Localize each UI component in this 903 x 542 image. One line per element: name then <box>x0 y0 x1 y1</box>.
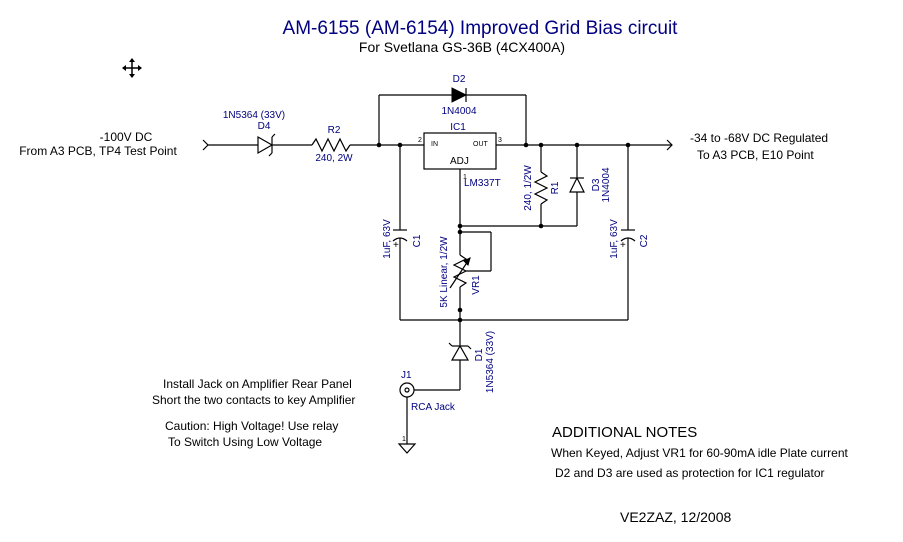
d1-ref: D1 <box>474 348 485 361</box>
d4-value: 1N5364 (33V) <box>223 110 285 121</box>
diode-d2 <box>378 87 527 145</box>
junction-node <box>538 223 544 229</box>
ic1-pin3: 3 <box>498 137 502 144</box>
ic1-pin1: 1 <box>463 174 467 181</box>
diagram-title: AM-6155 (AM-6154) Improved Grid Bias cir… <box>283 18 679 39</box>
vr1-ref: VR1 <box>471 275 482 295</box>
junction-node <box>457 307 463 313</box>
notes-item-1: When Keyed, Adjust VR1 for 60-90mA idle … <box>551 446 848 460</box>
c2-polarity: + <box>620 240 626 251</box>
diode-d4 <box>257 133 312 157</box>
diode-d3 <box>569 145 585 226</box>
ic1-part: LM337T <box>464 178 501 189</box>
output-label-line2: To A3 PCB, E10 Point <box>697 148 814 162</box>
capacitor-c1 <box>392 145 408 320</box>
regulator-ic1 <box>423 132 526 226</box>
caution-line2: To Switch Using Low Voltage <box>168 435 322 449</box>
c2-ref: C2 <box>639 234 650 247</box>
ic1-pin2: 2 <box>418 137 422 144</box>
author-signature: VE2ZAZ, 12/2008 <box>620 509 732 525</box>
ground-icon <box>397 443 417 454</box>
d2-value: 1N4004 <box>441 106 476 117</box>
jack-note-line1: Install Jack on Amplifier Rear Panel <box>163 377 352 391</box>
ic1-ref: IC1 <box>450 122 466 133</box>
ground-pin-label: 1 <box>402 436 406 443</box>
c2-value: 1uF, 63V <box>609 219 620 259</box>
resistor-r1 <box>533 145 549 226</box>
junction-node <box>457 229 463 235</box>
ic1-pin-in: IN <box>431 141 438 148</box>
d3-value: 1N4004 <box>601 167 612 202</box>
resistor-r2 <box>311 137 379 153</box>
input-label-line2: From A3 PCB, TP4 Test Point <box>19 144 177 158</box>
r1-value: 240, 1/2W <box>523 165 534 211</box>
notes-item-2: D2 and D3 are used as protection for IC1… <box>555 466 824 480</box>
output-terminal <box>666 139 673 151</box>
jack-note-line2: Short the two contacts to key Amplifier <box>152 393 355 407</box>
diode-d1 <box>414 320 472 391</box>
output-label-line1: -34 to -68V DC Regulated <box>690 131 828 145</box>
ic1-pin-out: OUT <box>473 141 489 148</box>
vr1-value: 5K Linear, 1/2W <box>439 236 450 308</box>
potentiometer-vr1 <box>449 226 492 320</box>
j1-ref: J1 <box>401 370 412 381</box>
d1-value: 1N5364 (33V) <box>485 331 496 393</box>
c1-value: 1uF, 63V <box>382 219 393 259</box>
move-icon[interactable] <box>122 58 142 78</box>
caution-line1: Caution: High Voltage! Use relay <box>165 419 338 433</box>
r2-value: 240, 2W <box>315 153 353 164</box>
rca-jack-j1 <box>399 382 415 444</box>
diagram-subtitle: For Svetlana GS-36B (4CX400A) <box>359 39 565 55</box>
capacitor-c2 <box>620 145 636 320</box>
c1-polarity: + <box>393 240 399 251</box>
c1-ref: C1 <box>412 234 423 247</box>
d4-ref: D4 <box>258 121 271 132</box>
j1-value: RCA Jack <box>411 402 456 413</box>
input-terminal <box>202 139 258 151</box>
d3-ref: D3 <box>591 178 602 191</box>
r1-ref: R1 <box>550 181 561 194</box>
input-label-line1: -100V DC <box>100 130 153 144</box>
d2-ref: D2 <box>453 74 466 85</box>
notes-heading: ADDITIONAL NOTES <box>552 424 697 441</box>
r2-ref: R2 <box>328 125 341 136</box>
junction-node <box>397 142 403 148</box>
ic1-pin-adj: ADJ <box>450 156 469 167</box>
